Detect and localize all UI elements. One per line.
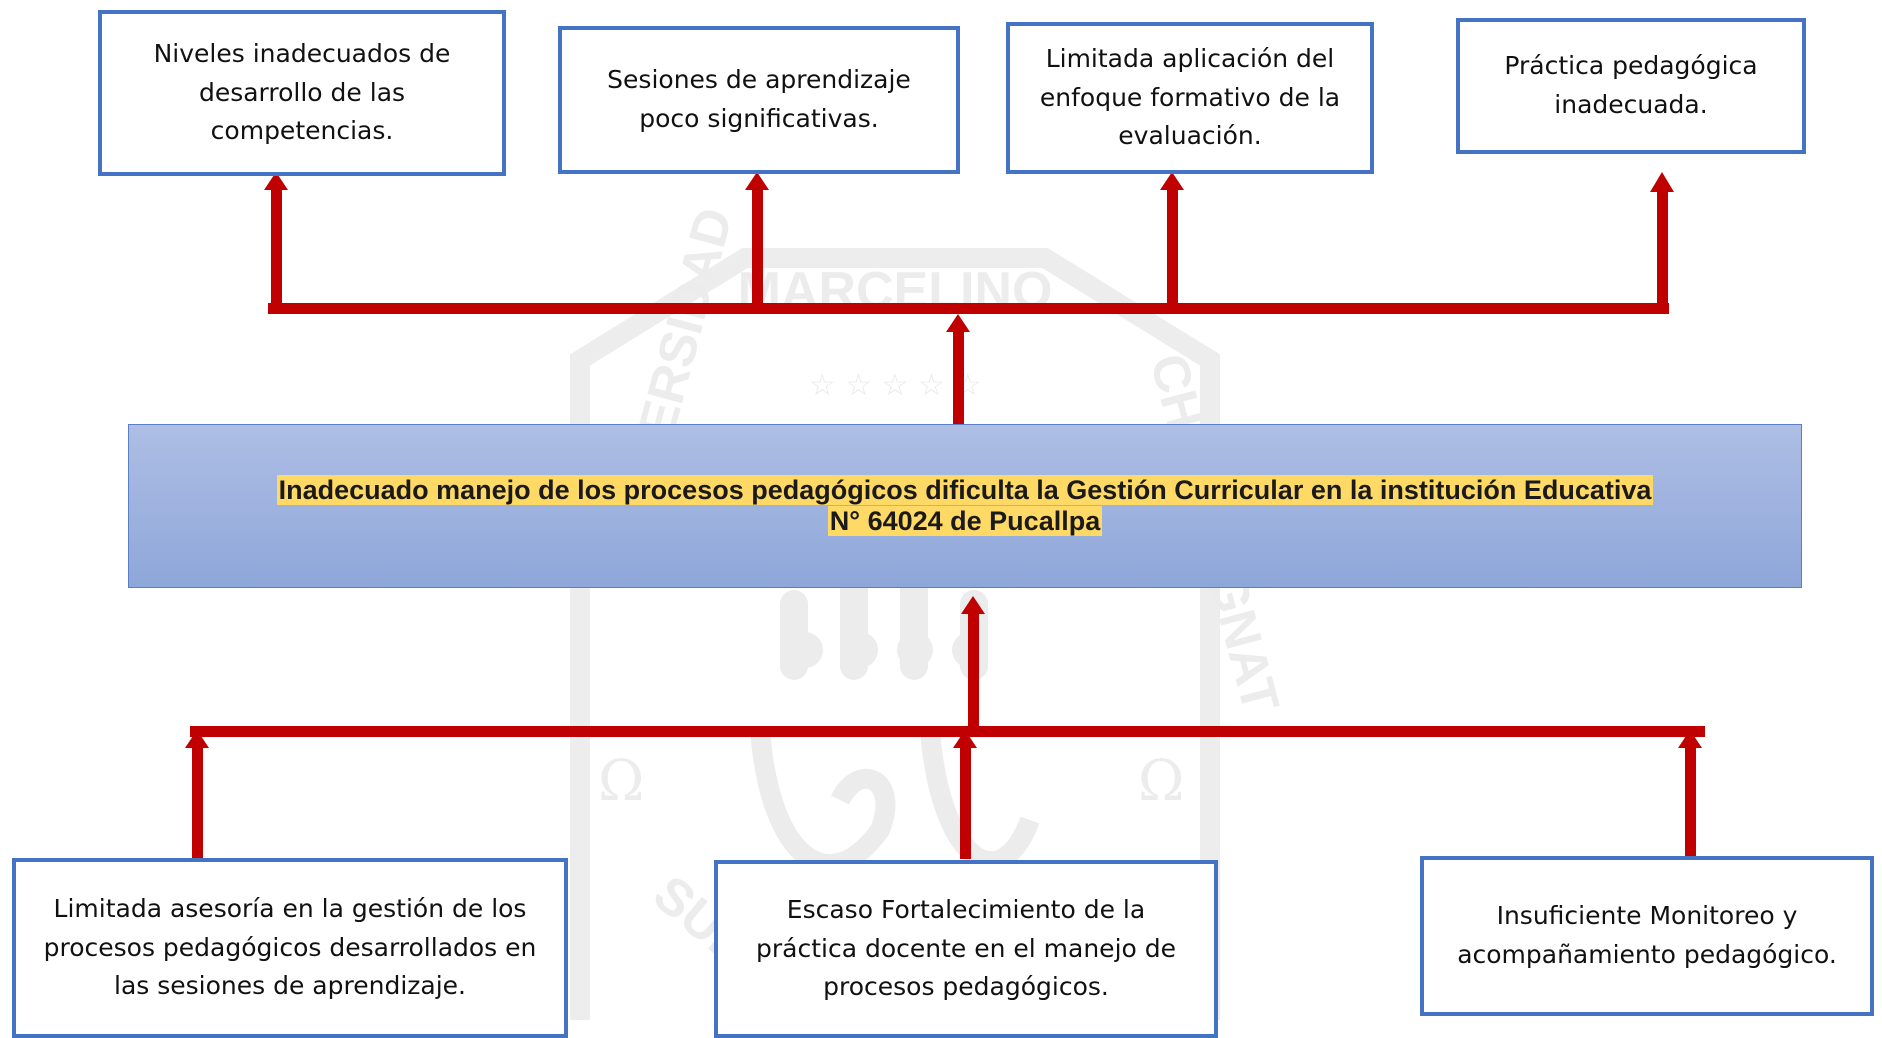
cause-arrow-1-shaft bbox=[192, 746, 203, 859]
central-to-effects-head bbox=[946, 314, 970, 332]
cause-arrow-2-head bbox=[953, 730, 977, 748]
seal-monogram-curves bbox=[750, 729, 1040, 874]
effect-text-1: Niveles inadecuados de desarrollo de las… bbox=[153, 38, 451, 146]
effect-box-1: Niveles inadecuados de desarrollo de las… bbox=[98, 10, 506, 176]
cause-arrow-3-head bbox=[1678, 730, 1702, 748]
central-problem-box: Inadecuado manejo de los procesos pedagó… bbox=[128, 424, 1802, 588]
effects-horizontal-line bbox=[268, 303, 1669, 314]
seal-omega-right: Ω bbox=[1138, 749, 1184, 814]
effect-arrow-2-shaft bbox=[752, 188, 763, 306]
effect-arrow-3-shaft bbox=[1167, 188, 1178, 306]
central-problem-text: Inadecuado manejo de los procesos pedagó… bbox=[276, 474, 1654, 537]
effect-text-4: Práctica pedagógica inadecuada. bbox=[1504, 51, 1758, 119]
central-problem-line-2: N° 64024 de Pucallpa bbox=[827, 506, 1103, 536]
causes-to-central-shaft bbox=[968, 612, 979, 730]
cause-arrow-2-shaft bbox=[960, 746, 971, 859]
effect-arrow-2-head bbox=[745, 172, 769, 190]
central-to-effects-shaft bbox=[953, 330, 964, 425]
cause-box-3: Insuficiente Monitoreo y acompañamiento … bbox=[1420, 856, 1874, 1016]
effect-box-2: Sesiones de aprendizaje poco significati… bbox=[558, 26, 960, 174]
effect-arrow-1-head bbox=[264, 172, 288, 190]
effect-arrow-4-shaft bbox=[1657, 190, 1668, 310]
causes-to-central-head bbox=[961, 596, 985, 614]
effect-text-3: Limitada aplicación del enfoque formativ… bbox=[1039, 43, 1341, 151]
effect-box-3: Limitada aplicación del enfoque formativ… bbox=[1006, 22, 1374, 174]
cause-arrow-3-shaft bbox=[1685, 746, 1696, 859]
causes-horizontal-line bbox=[190, 726, 1705, 737]
cause-text-1: Limitada asesoría en la gestión de los p… bbox=[43, 893, 537, 1001]
seal-stars: ☆ ☆ ☆ ☆ ☆ bbox=[809, 368, 982, 403]
central-problem-line-1: Inadecuado manejo de los procesos pedagó… bbox=[276, 474, 1654, 505]
cause-text-2: Escaso Fortalecimiento de la práctica do… bbox=[755, 894, 1177, 1002]
effect-text-2: Sesiones de aprendizaje poco significati… bbox=[607, 65, 911, 133]
effect-box-4: Práctica pedagógica inadecuada. bbox=[1456, 18, 1806, 154]
cause-box-1: Limitada asesoría en la gestión de los p… bbox=[12, 858, 568, 1038]
cause-text-3: Insuficiente Monitoreo y acompañamiento … bbox=[1457, 901, 1837, 969]
effect-arrow-1-shaft bbox=[271, 188, 282, 306]
cause-box-2: Escaso Fortalecimiento de la práctica do… bbox=[714, 860, 1218, 1038]
effect-arrow-4-head bbox=[1650, 172, 1674, 192]
seal-omega-left: Ω bbox=[598, 749, 644, 814]
cause-arrow-1-head bbox=[185, 730, 209, 748]
effect-arrow-3-head bbox=[1160, 172, 1184, 190]
